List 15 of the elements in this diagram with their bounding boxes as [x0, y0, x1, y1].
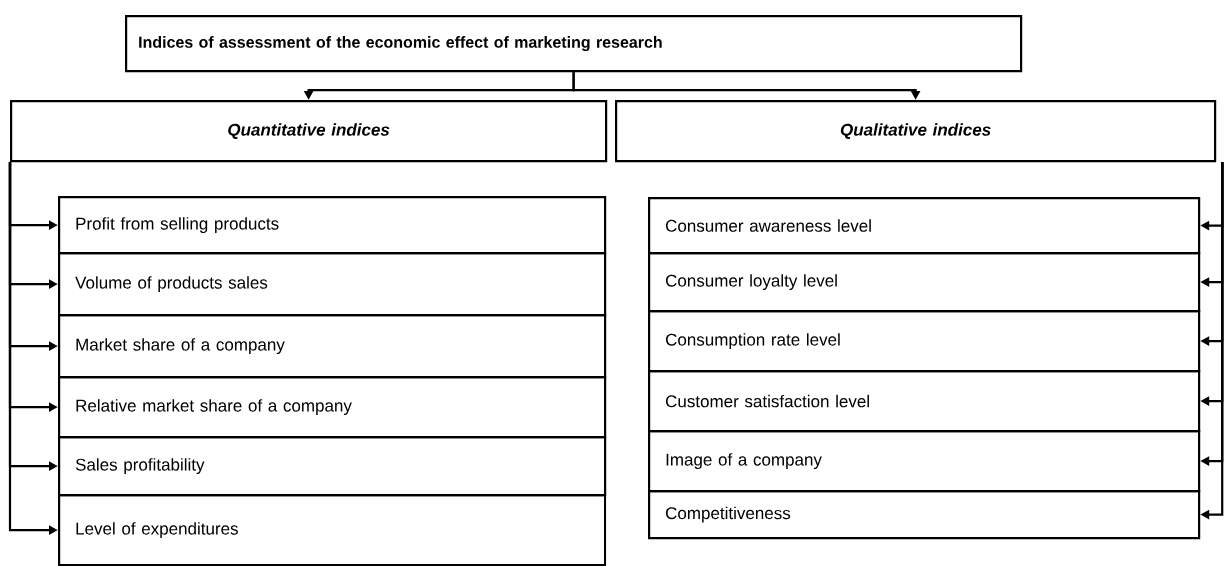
index-box: Consumer loyalty level	[648, 252, 1201, 313]
index-box: Volume of products sales	[58, 252, 607, 317]
title-box: Indices of assessment of the economic effect of marketing research	[125, 15, 1023, 73]
index-box: Relative market share of a company	[58, 376, 607, 439]
index-box: Profit from selling products	[58, 196, 607, 255]
index-box: Image of a company	[648, 430, 1201, 493]
category-box: Quantitative indices	[10, 100, 608, 163]
index-box: Consumption rate level	[648, 310, 1201, 373]
category-box: Qualitative indices	[615, 100, 1217, 163]
index-box: Market share of a company	[58, 314, 607, 379]
index-box: Consumer awareness level	[648, 197, 1201, 255]
index-box: Level of expenditures	[58, 494, 607, 566]
index-box: Sales profitability	[58, 436, 607, 497]
index-box: Customer satisfaction level	[648, 370, 1201, 433]
index-box: Competitiveness	[648, 490, 1201, 540]
